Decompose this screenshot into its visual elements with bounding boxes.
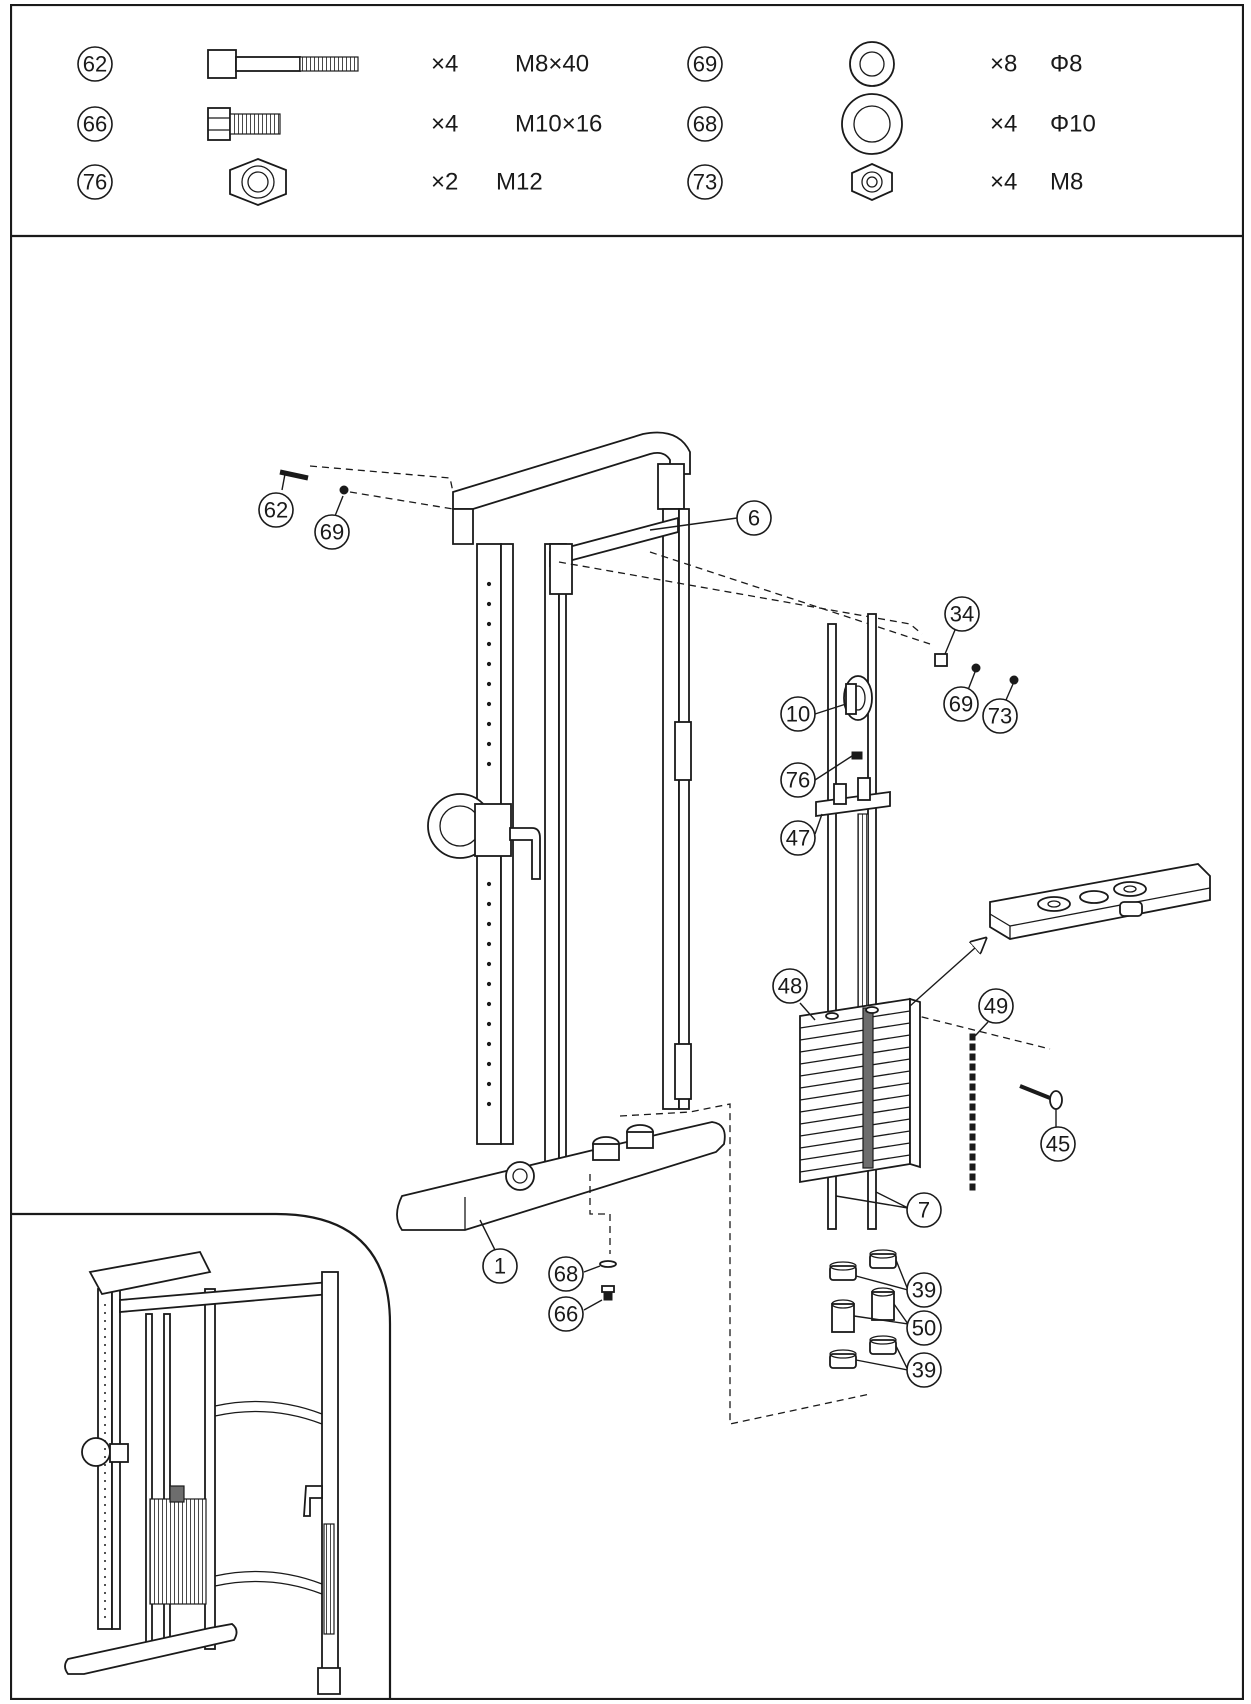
legend-id: 62 — [83, 52, 107, 77]
legend-id-circle — [687, 106, 723, 142]
guide-rod-left — [544, 543, 560, 1175]
callout-62 — [258, 492, 294, 528]
small-washer-icon — [849, 41, 895, 87]
plate-detail — [989, 863, 1211, 940]
callout-34-label: 34 — [950, 602, 974, 627]
assembly-diagram: 62 ×4 M8×40 66 ×4 M10×16 76 — [10, 4, 1244, 1700]
legend-size: M10×16 — [515, 111, 602, 138]
legend-id-circle — [687, 46, 723, 82]
callout-50 — [906, 1310, 942, 1346]
callout-39a-label: 39 — [912, 1278, 936, 1303]
callout-34 — [944, 596, 980, 632]
hex-socket-bolt-icon — [207, 49, 359, 79]
legend-item-76: 76 ×2 M12 — [77, 158, 543, 206]
hex-bolt-icon — [207, 107, 281, 141]
callout-7 — [906, 1192, 942, 1228]
legend-qty: ×2 — [431, 169, 458, 196]
legend-id: 68 — [693, 112, 717, 137]
large-washer-icon — [841, 93, 903, 155]
assembly-sheet: 62 ×4 M8×40 66 ×4 M10×16 76 — [10, 4, 1244, 1700]
callout-6 — [736, 500, 772, 536]
base-cups — [592, 1124, 654, 1161]
legend-qty: ×4 — [990, 169, 1017, 196]
callouts: 62 69 6 34 69 73 10 76 47 48 49 45 — [258, 473, 1076, 1388]
legend-id-circle — [77, 46, 113, 82]
callout-48-label: 48 — [778, 974, 802, 999]
legend-size: M8×40 — [515, 51, 589, 78]
base-bar — [396, 1121, 726, 1231]
callout-1 — [482, 1248, 518, 1284]
legend-item-62: 62 ×4 M8×40 — [77, 46, 589, 82]
callout-6-label: 6 — [748, 506, 760, 531]
callout-49 — [978, 988, 1014, 1024]
legend-qty: ×4 — [431, 111, 458, 138]
legend-id-circle — [77, 164, 113, 200]
callout-50-label: 50 — [912, 1316, 936, 1341]
callout-69b — [943, 686, 979, 722]
callout-73 — [982, 698, 1018, 734]
upright-holes — [486, 581, 492, 1107]
bushings — [829, 1249, 897, 1369]
legend-qty: ×4 — [431, 51, 458, 78]
selector-chain — [969, 1033, 976, 1191]
callout-39b-label: 39 — [912, 1358, 936, 1383]
legend-item-68: 68 ×4 Φ10 — [687, 93, 1096, 155]
callout-10 — [780, 696, 816, 732]
weight-stack-assembly — [799, 613, 1211, 1369]
side-pulley — [427, 793, 541, 880]
callout-68 — [548, 1256, 584, 1292]
selector-rod — [857, 813, 869, 1015]
inset-overview — [11, 1212, 392, 1699]
guide-rod — [827, 623, 837, 1230]
legend-id: 76 — [83, 170, 107, 195]
legend-item-73: 73 ×4 M8 — [687, 163, 1083, 201]
legend-id: 66 — [83, 112, 107, 137]
legend-size: Φ8 — [1050, 51, 1083, 78]
small-hex-nut-icon — [851, 163, 893, 201]
callout-69b-label: 69 — [949, 692, 973, 717]
callout-45-label: 45 — [1046, 1132, 1070, 1157]
callout-45 — [1040, 1126, 1076, 1162]
legend-item-66: 66 ×4 M10×16 — [77, 106, 602, 142]
callout-48 — [772, 968, 808, 1004]
callout-49-label: 49 — [984, 994, 1008, 1019]
callout-69-label: 69 — [320, 520, 344, 545]
callout-68-label: 68 — [554, 1262, 578, 1287]
weight-plates — [799, 997, 921, 1184]
callout-47 — [780, 820, 816, 856]
callout-47-label: 47 — [786, 826, 810, 851]
right-upright — [662, 508, 680, 1110]
alignment-lines — [309, 465, 1051, 1425]
main-frame-assembly — [396, 431, 726, 1231]
hardware-legend: 62 ×4 M8×40 66 ×4 M10×16 76 — [77, 41, 1096, 206]
legend-size: M8 — [1050, 169, 1083, 196]
callout-73-label: 73 — [988, 704, 1012, 729]
callout-10-label: 10 — [786, 702, 810, 727]
legend-qty: ×4 — [990, 111, 1017, 138]
callout-76-label: 76 — [786, 768, 810, 793]
legend-id-circle — [687, 164, 723, 200]
large-hex-nut-icon — [229, 158, 287, 206]
legend-id: 69 — [693, 52, 717, 77]
legend-id-circle — [77, 106, 113, 142]
legend-size: Φ10 — [1050, 111, 1096, 138]
callout-76 — [780, 762, 816, 798]
callout-39b — [906, 1352, 942, 1388]
callout-69 — [314, 514, 350, 550]
left-fasteners — [279, 469, 617, 1301]
legend-id: 73 — [693, 170, 717, 195]
legend-qty: ×8 — [990, 51, 1017, 78]
callout-39a — [906, 1272, 942, 1308]
legend-item-69: 69 ×8 Φ8 — [687, 41, 1083, 87]
legend-size: M12 — [496, 169, 543, 196]
top-pulley — [843, 675, 873, 721]
callout-66-label: 66 — [554, 1302, 578, 1327]
callout-62-label: 62 — [264, 498, 288, 523]
callout-1-label: 1 — [494, 1254, 506, 1279]
callout-7-label: 7 — [918, 1198, 930, 1223]
callout-66 — [548, 1296, 584, 1332]
